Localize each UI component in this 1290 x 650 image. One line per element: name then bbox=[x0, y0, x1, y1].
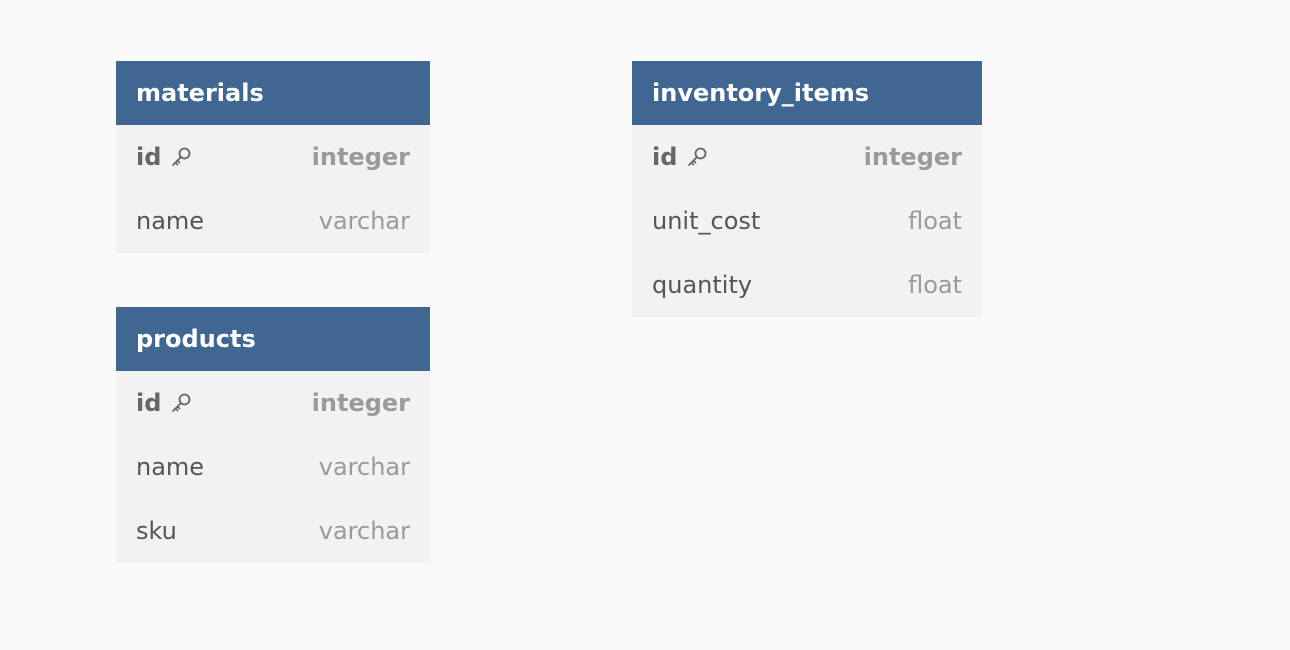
key-icon bbox=[685, 145, 709, 169]
column-type: float bbox=[908, 271, 962, 299]
column-name: unit_cost bbox=[652, 207, 761, 235]
column-name-cell: id bbox=[652, 143, 709, 171]
table-materials[interactable]: materials id integer name varchar bbox=[116, 61, 430, 253]
table-row[interactable]: sku varchar bbox=[116, 499, 430, 563]
column-name: id bbox=[136, 143, 162, 171]
column-name-cell: id bbox=[136, 389, 193, 417]
column-name: name bbox=[136, 207, 205, 235]
column-type: float bbox=[908, 207, 962, 235]
column-type: integer bbox=[311, 143, 410, 171]
column-name: id bbox=[136, 389, 162, 417]
column-type: varchar bbox=[318, 207, 410, 235]
table-row[interactable]: name varchar bbox=[116, 189, 430, 253]
table-products[interactable]: products id integer name varchar sku var… bbox=[116, 307, 430, 563]
table-row[interactable]: id integer bbox=[116, 371, 430, 435]
column-type: varchar bbox=[318, 453, 410, 481]
table-header[interactable]: materials bbox=[116, 61, 430, 125]
table-row[interactable]: id integer bbox=[116, 125, 430, 189]
table-header[interactable]: inventory_items bbox=[632, 61, 982, 125]
column-name-cell: id bbox=[136, 143, 193, 171]
column-type: varchar bbox=[318, 517, 410, 545]
key-icon bbox=[169, 145, 193, 169]
table-row[interactable]: quantity float bbox=[632, 253, 982, 317]
table-row[interactable]: unit_cost float bbox=[632, 189, 982, 253]
table-inventory-items[interactable]: inventory_items id integer unit_cost flo… bbox=[632, 61, 982, 317]
table-row[interactable]: id integer bbox=[632, 125, 982, 189]
column-type: integer bbox=[863, 143, 962, 171]
column-name: sku bbox=[136, 517, 177, 545]
column-name: quantity bbox=[652, 271, 753, 299]
column-name: name bbox=[136, 453, 205, 481]
table-row[interactable]: name varchar bbox=[116, 435, 430, 499]
table-header[interactable]: products bbox=[116, 307, 430, 371]
column-type: integer bbox=[311, 389, 410, 417]
column-name: id bbox=[652, 143, 678, 171]
key-icon bbox=[169, 391, 193, 415]
